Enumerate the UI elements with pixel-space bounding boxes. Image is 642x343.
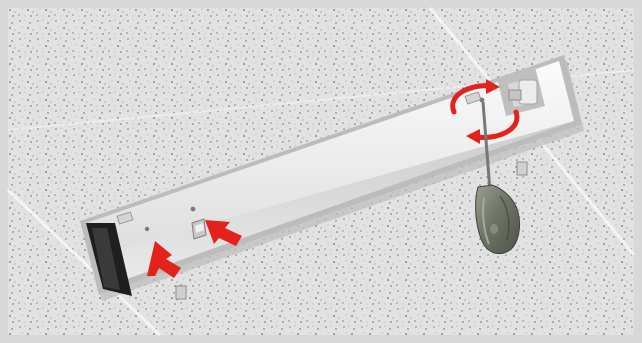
screw-right bbox=[480, 98, 485, 103]
clip-bracket bbox=[519, 80, 537, 104]
bottom-clip-right bbox=[517, 162, 527, 175]
handle-grip-dot bbox=[490, 224, 498, 234]
mounting-slot bbox=[509, 90, 521, 100]
screw-left bbox=[145, 227, 149, 231]
bottom-clip-left bbox=[176, 286, 186, 299]
screw-middle bbox=[191, 207, 196, 212]
